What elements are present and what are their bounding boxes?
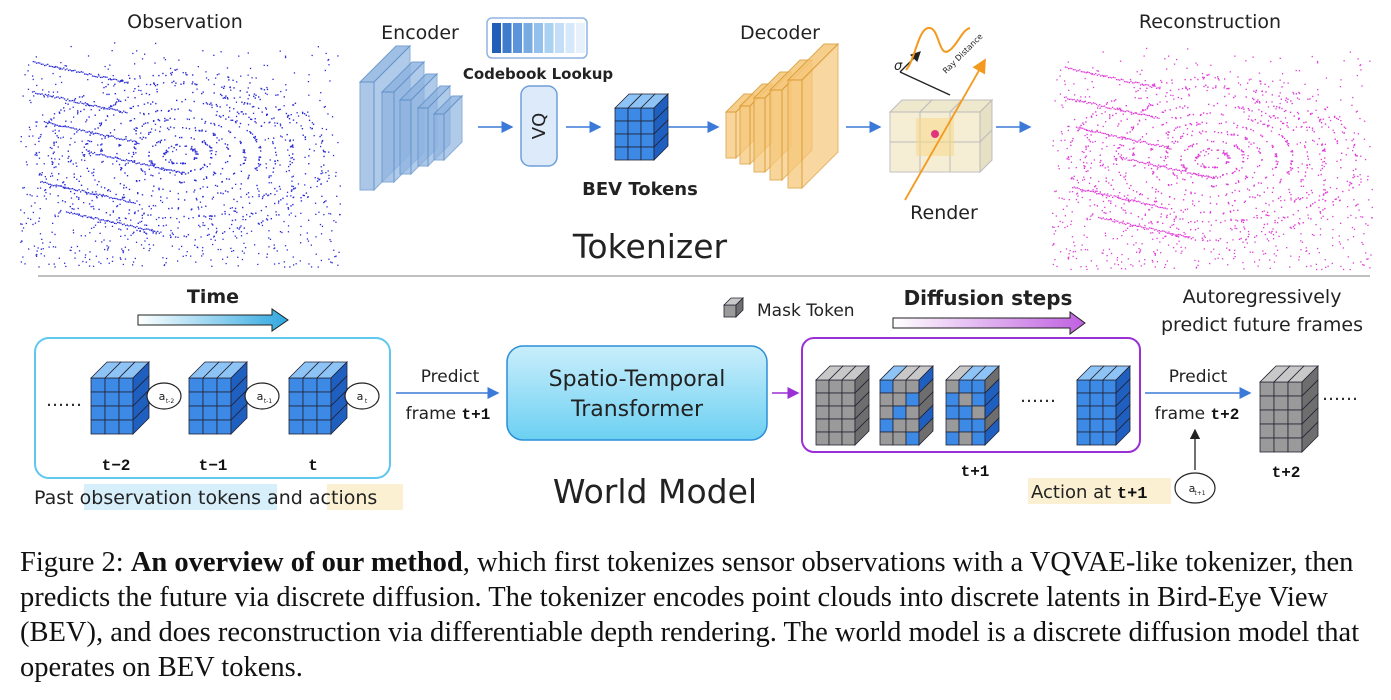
encoder-label: Encoder [381,22,459,44]
sigma-label: σ [894,59,903,74]
transformer-line-1: Spatio-Temporal [549,367,726,392]
decoder-block [724,42,840,190]
diffusion-steps-label: Diffusion steps [904,286,1073,310]
diffusion-arrow [892,311,1086,335]
svg-text:a: a [257,390,264,403]
predict-frame-2: frame t+2 [1155,404,1240,424]
svg-text:a: a [357,390,364,403]
future-ellipsis: …… [1322,384,1358,405]
predict-label-1: Predict [421,367,480,387]
bev-tokens-cube [614,93,669,161]
svg-text:t: t [365,398,368,405]
mask-token-label: Mask Token [757,301,855,321]
ray-distance-label: Ray Distance [941,32,985,76]
predict-label-2: Predict [1169,367,1228,387]
codebook-lookup-label: Codebook Lookup [463,65,614,83]
frame-label-t+1: t+1 [961,463,990,481]
observation-point-cloud [18,38,344,270]
caption-bold: An overview of our method [130,547,463,578]
action-circle-t: a t [344,382,380,410]
svg-text:t-1: t-1 [264,398,273,405]
codebook-icon [486,17,588,59]
actions-highlight [327,484,403,510]
action-circle-t+1-sub: t+1 [1194,490,1205,497]
past-ellipsis: …… [46,390,82,411]
reconstruction-points [1052,47,1373,271]
density-curve [905,27,971,71]
render-label: Render [910,202,978,224]
ray-axis [899,71,951,96]
time-arrow [137,308,289,332]
action-circle-t-1: a t-1 [244,382,280,410]
tokenizer-title: Tokenizer [572,227,728,266]
reconstruction-point-cloud [1052,47,1373,271]
frame-label-t+2: t+2 [1272,464,1301,482]
diffusion-ellipsis: …… [1020,386,1056,407]
obs-highlight [84,484,277,510]
vq-label: VQ [529,113,550,139]
reconstruction-label: Reconstruction [1139,11,1281,33]
predict-frame-1: frame t+1 [406,404,491,424]
frame-label-t-1: t−1 [199,457,228,475]
action-circle-t+1 [1174,472,1216,504]
vq-block: VQ [520,85,558,167]
autoregressive-line-1: Autoregressively [1183,286,1342,308]
sample-point [931,130,939,138]
frame-label-t-2: t−2 [102,457,131,475]
transformer-line-2: Transformer [570,397,704,422]
caption-body: , which first tokenizes sensor observati… [20,547,1360,683]
spatio-temporal-transformer [506,345,768,441]
action-circle-t-2: a t-2 [146,382,182,410]
action-circle-t+1-label: a [1189,482,1196,495]
render-block: σ Ray Distance [888,27,994,201]
svg-text:t-2: t-2 [166,398,175,405]
action-at-label: Action at t+1 [1031,482,1148,504]
svg-text:a: a [159,390,166,403]
observation-label: Observation [127,11,243,33]
world-model-title: World Model [553,472,757,511]
method-overview-figure: Observation Encoder Codebook Lookup VQ B… [18,11,1373,511]
past-caption: Past observation tokens and actions [34,487,377,509]
observation-points [20,42,341,268]
frame-label-t: t [308,457,318,475]
action-next-highlight [1028,478,1171,504]
caption-prefix: Figure 2: [20,547,131,578]
autoregressive-line-2: predict future frames [1161,314,1363,336]
encoder-block [358,44,464,192]
mask-token-icon [723,297,744,318]
decoder-label: Decoder [740,22,820,44]
bev-tokens-label: BEV Tokens [582,179,698,200]
figure-caption: Figure 2: An overview of our method, whi… [20,545,1380,685]
time-label: Time [187,286,239,308]
ray-line [904,58,986,201]
